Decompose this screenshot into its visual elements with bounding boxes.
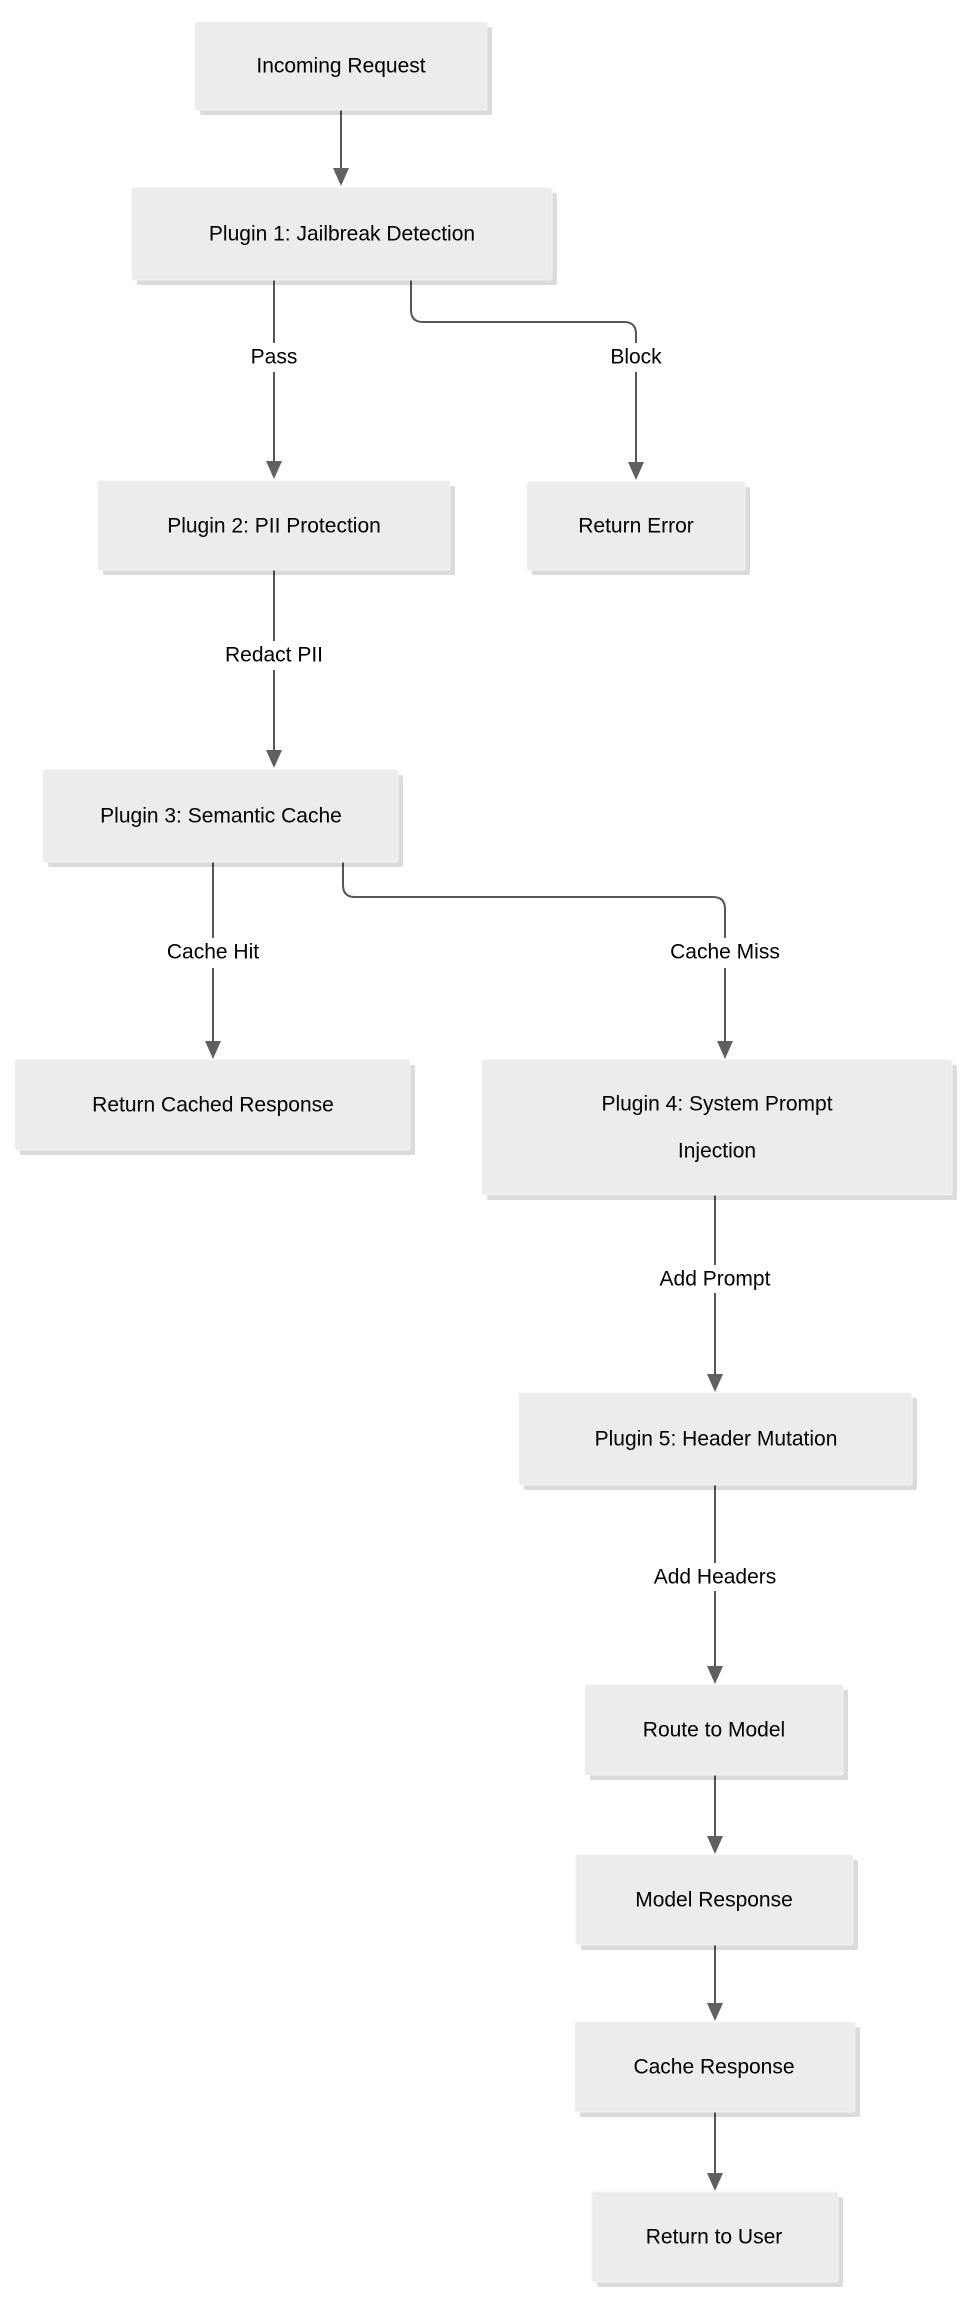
node-rect xyxy=(584,1684,844,1776)
arrowhead-icon xyxy=(707,1374,723,1392)
node-label-line-2: Injection xyxy=(678,1140,756,1163)
node-route-to-model[interactable]: Route to Model xyxy=(584,1684,848,1780)
node-cache-response[interactable]: Cache Response xyxy=(574,2021,860,2117)
node-rect xyxy=(526,481,746,571)
edge-label-cache-hit: Cache Hit xyxy=(167,941,259,964)
node-model-response[interactable]: Model Response xyxy=(575,1854,858,1950)
edge-plugin-1-to-return-error: Block xyxy=(410,280,662,480)
arrowhead-icon xyxy=(333,168,349,186)
edge-label-cache-miss: Cache Miss xyxy=(670,941,780,964)
arrowhead-icon xyxy=(707,2173,723,2191)
node-return-cached-response[interactable]: Return Cached Response xyxy=(14,1059,415,1155)
edge-plugin-3-to-plugin-4: Cache Miss xyxy=(342,862,780,1059)
arrowhead-icon xyxy=(707,1836,723,1854)
arrowhead-icon xyxy=(628,462,644,480)
node-rect xyxy=(97,480,451,571)
node-return-to-user[interactable]: Return to User xyxy=(591,2191,843,2287)
arrowhead-icon xyxy=(717,1041,733,1059)
node-label: Return Error xyxy=(578,515,694,538)
node-rect xyxy=(518,1392,913,1486)
edge-line-orthogonal xyxy=(410,280,637,343)
node-plugin-5[interactable]: Plugin 5: Header Mutation xyxy=(518,1392,917,1490)
node-rect xyxy=(574,2021,856,2113)
node-plugin-4[interactable]: Plugin 4: System Prompt Injection xyxy=(481,1059,957,1200)
edge-model-response-to-cache-response xyxy=(707,1945,723,2021)
node-label: Plugin 2: PII Protection xyxy=(167,515,381,538)
node-return-error[interactable]: Return Error xyxy=(526,481,750,575)
edge-label-redact-pii: Redact PII xyxy=(225,644,323,667)
node-plugin-1[interactable]: Plugin 1: Jailbreak Detection xyxy=(131,187,557,285)
node-label: Cache Response xyxy=(633,2056,794,2079)
node-rect xyxy=(575,1854,854,1946)
node-plugin-3[interactable]: Plugin 3: Semantic Cache xyxy=(42,769,403,867)
edge-line-orthogonal xyxy=(342,862,726,938)
edge-label-add-prompt: Add Prompt xyxy=(660,1268,771,1291)
node-label: Route to Model xyxy=(643,1719,785,1742)
edge-plugin-3-to-return-cached-response: Cache Hit xyxy=(167,862,259,1059)
node-label: Plugin 3: Semantic Cache xyxy=(100,805,342,828)
edge-plugin-2-to-plugin-3: Redact PII xyxy=(225,570,323,768)
edge-label-pass: Pass xyxy=(251,346,298,369)
node-rect xyxy=(194,21,488,111)
node-rect xyxy=(481,1059,953,1196)
node-rect xyxy=(591,2191,839,2283)
node-label: Model Response xyxy=(635,1889,793,1912)
node-rect xyxy=(131,187,553,281)
node-label: Plugin 1: Jailbreak Detection xyxy=(209,223,475,246)
edge-incoming-request-to-plugin-1 xyxy=(333,110,349,186)
edge-route-to-model-to-model-response xyxy=(707,1775,723,1854)
arrowhead-icon xyxy=(266,750,282,768)
edge-plugin-5-to-route-to-model: Add Headers xyxy=(654,1485,777,1684)
edge-plugin-4-to-plugin-5: Add Prompt xyxy=(660,1195,771,1392)
edge-cache-response-to-return-to-user xyxy=(707,2112,723,2191)
node-rect xyxy=(14,1059,411,1151)
arrowhead-icon xyxy=(707,1666,723,1684)
edge-plugin-1-to-plugin-2: Pass xyxy=(251,245,298,479)
node-label: Return to User xyxy=(646,2226,783,2249)
node-label-line-1: Plugin 4: System Prompt xyxy=(601,1093,832,1116)
edge-label-block: Block xyxy=(610,346,662,369)
edge-label-add-headers: Add Headers xyxy=(654,1566,777,1589)
node-plugin-2[interactable]: Plugin 2: PII Protection xyxy=(97,480,455,575)
node-label: Return Cached Response xyxy=(92,1094,334,1117)
arrowhead-icon xyxy=(205,1041,221,1059)
arrowhead-icon xyxy=(707,2003,723,2021)
arrowhead-icon xyxy=(266,461,282,479)
node-label: Incoming Request xyxy=(256,55,425,78)
node-rect xyxy=(42,769,399,863)
node-label: Plugin 5: Header Mutation xyxy=(595,1428,838,1451)
node-incoming-request[interactable]: Incoming Request xyxy=(194,21,492,115)
